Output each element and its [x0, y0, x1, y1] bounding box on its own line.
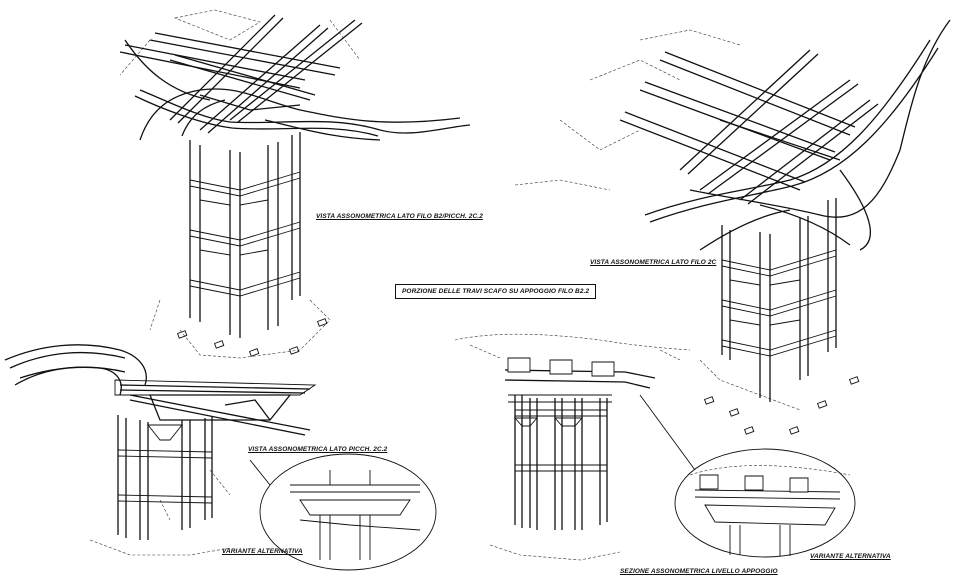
- label-variant-left: VARIANTE ALTERNATIVA: [222, 548, 303, 555]
- label-view-top-right: VISTA ASSONOMETRICA LATO FILO 2C: [590, 259, 717, 266]
- detail-ellipse-left: [250, 454, 436, 570]
- tower-top-left: [120, 10, 470, 358]
- label-section-bottom-center: SEZIONE ASSONOMETRICA LIVELLO APPOGGIO: [620, 568, 778, 575]
- detail-ellipse-right: [640, 395, 855, 557]
- label-view-bottom-left: VISTA ASSONOMETRICA LATO PICCH. 2C.2: [248, 446, 388, 453]
- label-variant-right: VARIANTE ALTERNATIVA: [810, 553, 891, 560]
- tower-bottom-left: [5, 345, 315, 555]
- label-view-top-left: VISTA ASSONOMETRICA LATO FILO B2/PICCH. …: [316, 213, 483, 220]
- title-center: PORZIONE DELLE TRAVI SCAFO SU APPOGGIO F…: [395, 284, 597, 299]
- tower-top-right: [515, 20, 950, 434]
- tower-bottom-center: [455, 334, 690, 560]
